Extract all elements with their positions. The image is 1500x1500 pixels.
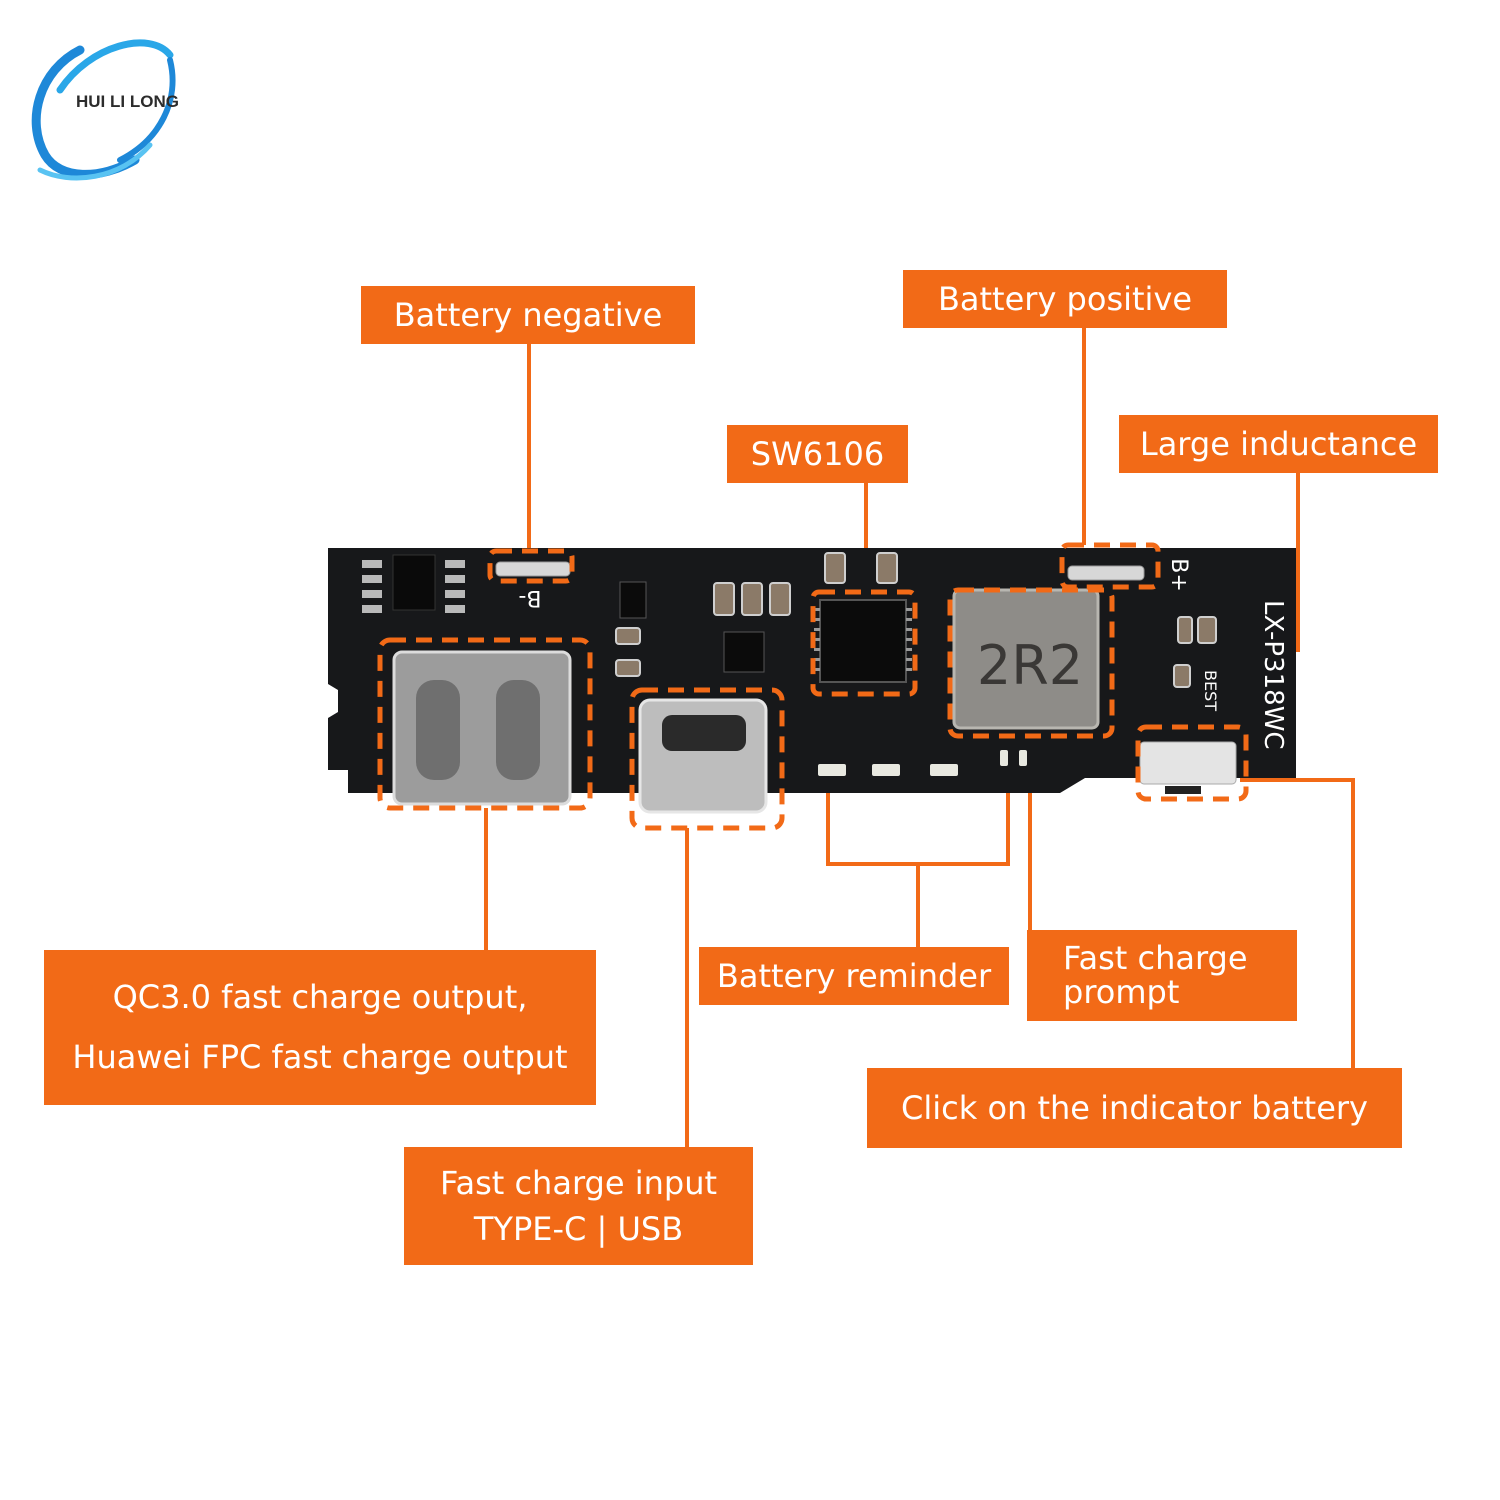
label-battery-reminder: Battery reminder	[699, 947, 1009, 1005]
label-qc-output: QC3.0 fast charge output, Huawei FPC fas…	[44, 950, 596, 1105]
label-battery-reminder-text: Battery reminder	[716, 957, 992, 995]
label-large-inductance: Large inductance	[1119, 415, 1438, 473]
label-qc-output-line1: QC3.0 fast charge output,	[112, 978, 528, 1017]
b-plus-silkscreen: B+	[1166, 558, 1191, 592]
label-fast-charge-prompt-line1: Fast charge	[1063, 938, 1248, 977]
label-battery-positive-text: Battery positive	[937, 280, 1193, 318]
brand-logo	[31, 39, 176, 181]
b-minus-silkscreen: B-	[518, 585, 541, 610]
label-large-inductance-text: Large inductance	[1139, 425, 1418, 463]
label-click-indicator-text: Click on the indicator battery	[901, 1089, 1368, 1127]
label-fast-charge-prompt: Fast charge prompt	[1027, 930, 1297, 1021]
label-battery-positive: Battery positive	[903, 270, 1227, 328]
board-model: LX-P318WC	[1258, 600, 1288, 750]
brand-name: HUI LI LONG	[76, 92, 179, 111]
label-qc-output-line2: Huawei FPC fast charge output	[72, 1037, 568, 1076]
inductor-marking: 2R2	[977, 634, 1083, 697]
label-sw6106: SW6106	[727, 425, 908, 483]
label-battery-negative: Battery negative	[361, 286, 695, 344]
label-battery-negative-text: Battery negative	[393, 296, 663, 334]
board-best: BEST	[1201, 670, 1220, 711]
label-click-indicator: Click on the indicator battery	[867, 1068, 1402, 1148]
label-sw6106-text: SW6106	[750, 435, 885, 473]
label-fast-charge-input: Fast charge input TYPE-C | USB	[404, 1147, 753, 1265]
label-fast-charge-input-line1: Fast charge input	[439, 1163, 718, 1202]
label-fast-charge-prompt-line2: prompt	[1063, 972, 1180, 1011]
label-fast-charge-input-line2: TYPE-C | USB	[473, 1210, 684, 1248]
